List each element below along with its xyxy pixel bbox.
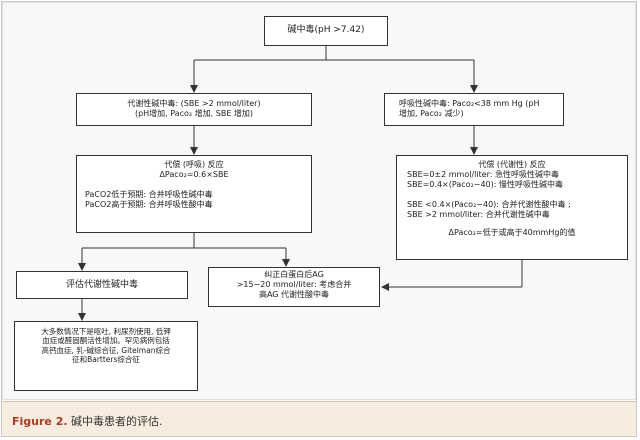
node-alkalosis-text: 碱中毒(pH >7.42) [287,25,365,35]
respiratory-line-1: 呼吸性碱中毒: Paco₂<38 mm Hg (pH [399,99,540,108]
comp-resp-formula: ΔPaco₂=0.6×SBE [159,170,229,179]
node-comp-metabolic: 代偿 (代谢性) 反应 SBE=0±2 mmol/liter: 急性呼吸性碱中毒… [396,155,628,260]
node-metabolic-alkalosis: 代谢性碱中毒: (SBE >2 mmol/liter) (pH增加, Paco₂… [76,93,312,126]
node-evaluate-metabolic: 评估代谢性碱中毒 [16,271,188,299]
metabolic-line-2: (pH增加, Paco₂ 增加, SBE 增加) [134,109,254,118]
comp-metab-b1: SBE <0.4×(Paco₂−40): 合并代谢性酸中毒 ; [407,200,571,209]
ag-line-3: 高AG 代谢性酸中毒 [258,290,330,299]
comp-metab-b2: SBE >2 mmol/liter: 合并代谢性碱中毒 [407,210,550,219]
comp-resp-line-1: PaCO2低于预期: 合并呼吸性碱中毒 [85,190,213,199]
figure-caption: Figure 2. 碱中毒患者的评估. [12,413,163,429]
node-anion-gap: 纠正白蛋白后AG >15−20 mmol/liter: 考虑合并 高AG 代谢性… [208,267,380,307]
node-alkalosis: 碱中毒(pH >7.42) [264,16,388,46]
ag-line-1: 纠正白蛋白后AG [264,270,324,279]
node-respiratory-alkalosis: 呼吸性碱中毒: Paco₂<38 mm Hg (pH 增加, Paco₂ 减少) [384,93,564,126]
metabolic-line-1: 代谢性碱中毒: (SBE >2 mmol/liter) [127,99,261,108]
causes-line-4: 征和Bartters综合征 [72,355,140,365]
node-comp-respiratory: 代偿 (呼吸) 反应 ΔPaco₂=0.6×SBE PaCO2低于预期: 合并呼… [76,155,312,233]
comp-resp-title: 代偿 (呼吸) 反应 [164,160,224,169]
causes-line-2: 血症或醛固酮活性增加。罕见病例包括 [42,336,170,346]
comp-metab-a1: SBE=0±2 mmol/liter: 急性呼吸性碱中毒 [407,170,560,179]
comp-metab-footer: ΔPaco₂=低于或高于40mmHg的值 [448,228,576,237]
respiratory-line-2: 增加, Paco₂ 减少) [399,109,464,118]
comp-metab-a2: SBE=0.4×(Paco₂−40): 慢性呼吸性碱中毒 [407,180,563,189]
causes-line-1: 大多数情况下是呕吐, 利尿剂使用, 低钾 [41,327,171,336]
causes-line-3: 高钙血症, 乳-碱综合征, Gitelman综合 [41,345,171,355]
comp-metab-title: 代偿 (代谢性) 反应 [478,160,546,169]
caption-bar: Figure 2. 碱中毒患者的评估. [2,401,636,436]
node-causes: 大多数情况下是呕吐, 利尿剂使用, 低钾 血症或醛固酮活性增加。罕见病例包括 高… [14,321,198,391]
figure-title: 碱中毒患者的评估. [71,415,163,428]
ag-line-2: >15−20 mmol/liter: 考虑合并 [236,280,352,289]
evaluate-text: 评估代谢性碱中毒 [65,280,138,290]
figure-label: Figure 2. [12,415,68,428]
comp-resp-line-2: PaCO2高于预期: 合并呼吸性酸中毒 [85,200,213,209]
